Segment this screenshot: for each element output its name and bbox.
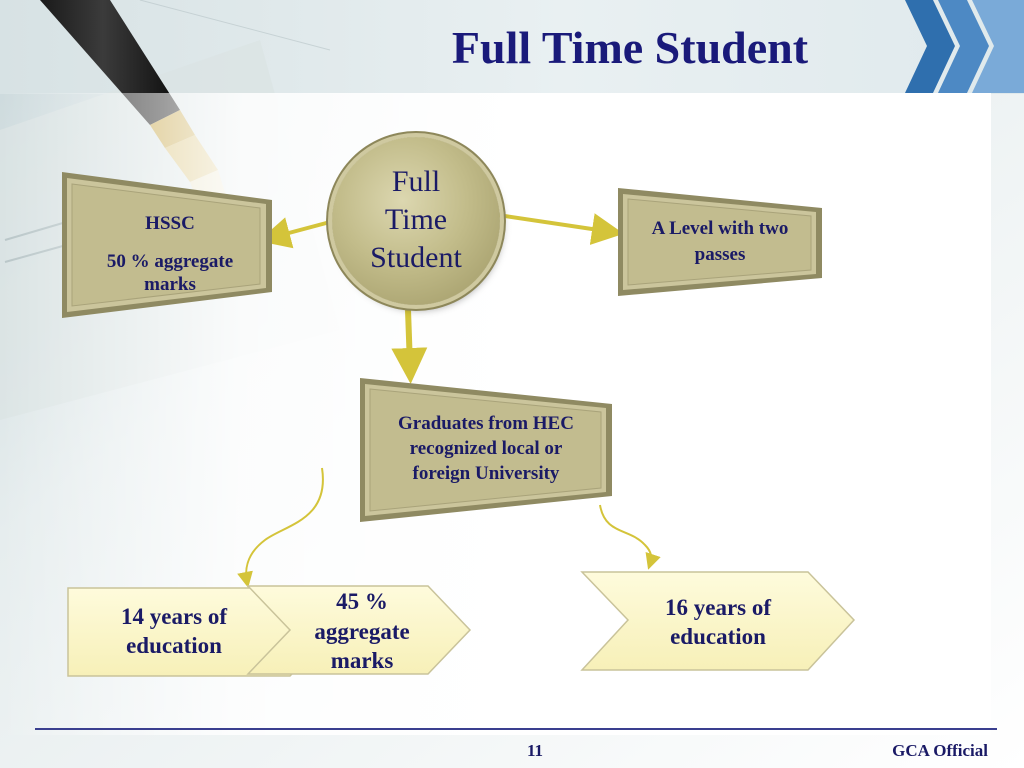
center-line-3: Student [370, 241, 462, 274]
chevron-45-percent [246, 585, 472, 675]
hssc-heading: HSSC [145, 213, 195, 234]
arrow-to-a-level [497, 213, 624, 245]
curve-to-14-years [237, 467, 324, 588]
center-line-1: Full [391, 165, 441, 198]
hssc-detail-line2: marks [144, 274, 196, 295]
arrow-to-graduates [391, 309, 428, 384]
marks-45-line1: 45 % [336, 589, 388, 614]
center-full-time-student: Full Time Student [332, 137, 500, 305]
center-line-2: Time [384, 203, 448, 236]
chevron-decoration-icon [905, 0, 1024, 93]
graduates-line2: recognized local or [409, 438, 563, 459]
marks-45-line3: marks [330, 648, 394, 673]
page-number: 11 [526, 741, 544, 760]
a-level-box [618, 188, 822, 296]
graduates-box [360, 378, 612, 522]
footer-organization: GCA Official [892, 741, 988, 760]
curve-to-16-years [599, 504, 661, 570]
hssc-box [62, 172, 272, 318]
left-flow-chevrons [67, 585, 472, 677]
right-flow-chevron [580, 571, 856, 671]
a-level-line2: passes [694, 244, 746, 265]
arrow-to-hssc [258, 217, 331, 249]
graduates-line3: foreign University [412, 463, 560, 484]
a-level-line1: A Level with two [651, 218, 789, 239]
graduates-line1: Graduates from HEC [398, 413, 574, 434]
years-16-line1: 16 years of [664, 595, 772, 620]
chevron-16-years [580, 571, 856, 671]
years-16-line2: education [670, 624, 766, 649]
years-14-line1: 14 years of [120, 604, 228, 629]
years-14-line2: education [126, 633, 222, 658]
marks-45-line2: aggregate [314, 619, 410, 644]
footer-divider [35, 728, 997, 730]
slide-title: Full Time Student [451, 22, 809, 73]
hssc-detail-line1: 50 % aggregate [106, 251, 234, 272]
